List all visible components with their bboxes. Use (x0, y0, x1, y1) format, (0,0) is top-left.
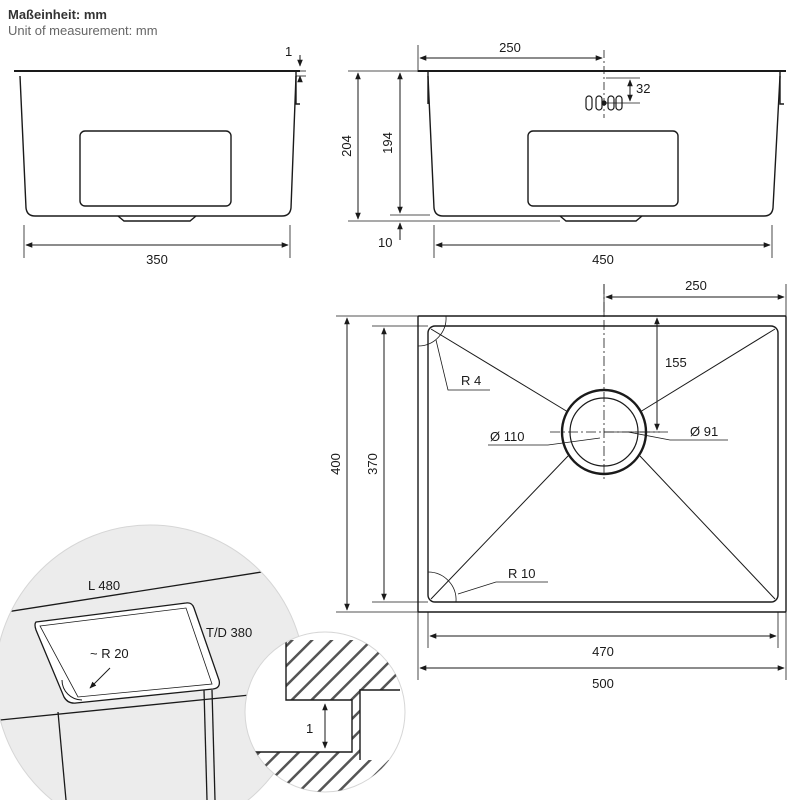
top-inner-bowl (427, 325, 779, 603)
unit-subtitle: Unit of measurement: mm (8, 23, 158, 38)
top-outer-width-dim: 500 (592, 676, 614, 691)
top-outer-depth-dim: 400 (328, 453, 343, 475)
front-overflow-offset-dim: 250 (499, 40, 521, 55)
top-view (336, 284, 787, 680)
side-overflow-slot (79, 130, 232, 207)
top-radius-inner-label: R 10 (508, 566, 535, 581)
top-drain-inner-diameter: Ø 91 (690, 424, 718, 439)
side-rim-dim: 1 (285, 44, 292, 59)
side-drain-bottom (117, 215, 197, 222)
top-radius-outer-label: R 4 (461, 373, 481, 388)
top-outer-rim (417, 315, 787, 613)
front-body (427, 75, 781, 217)
side-rim-right (295, 71, 300, 105)
front-view (348, 45, 786, 258)
top-drain-outer-diameter: Ø 110 (490, 429, 524, 444)
front-bottom-offset-dim: 10 (378, 235, 392, 250)
rim-section-detail (244, 631, 406, 793)
top-drain-offset-dim: 250 (685, 278, 707, 293)
side-view (14, 55, 306, 258)
cutout-depth-label: T/D 380 (206, 625, 252, 640)
unit-title: Maßeinheit: mm (8, 7, 107, 22)
cutout-radius-label: ~ R 20 (90, 646, 129, 661)
front-overflow-slot (527, 130, 679, 207)
top-drain-center-dim: 155 (665, 355, 687, 370)
side-width-dim: 350 (146, 252, 168, 267)
front-total-height-dim: 204 (339, 135, 354, 157)
top-inner-depth-dim: 370 (365, 453, 380, 475)
front-overflow-height-dim: 32 (636, 81, 650, 96)
side-body (19, 75, 297, 217)
front-width-dim: 450 (592, 252, 614, 267)
top-inner-width-dim: 470 (592, 644, 614, 659)
front-drain-bottom (559, 215, 643, 222)
cutout-length-label: L 480 (88, 578, 120, 593)
front-rim-right (779, 71, 784, 105)
rim-step-label: 1 (306, 721, 313, 736)
cutout-detail (0, 524, 306, 800)
front-inner-depth-dim: 194 (380, 132, 395, 154)
